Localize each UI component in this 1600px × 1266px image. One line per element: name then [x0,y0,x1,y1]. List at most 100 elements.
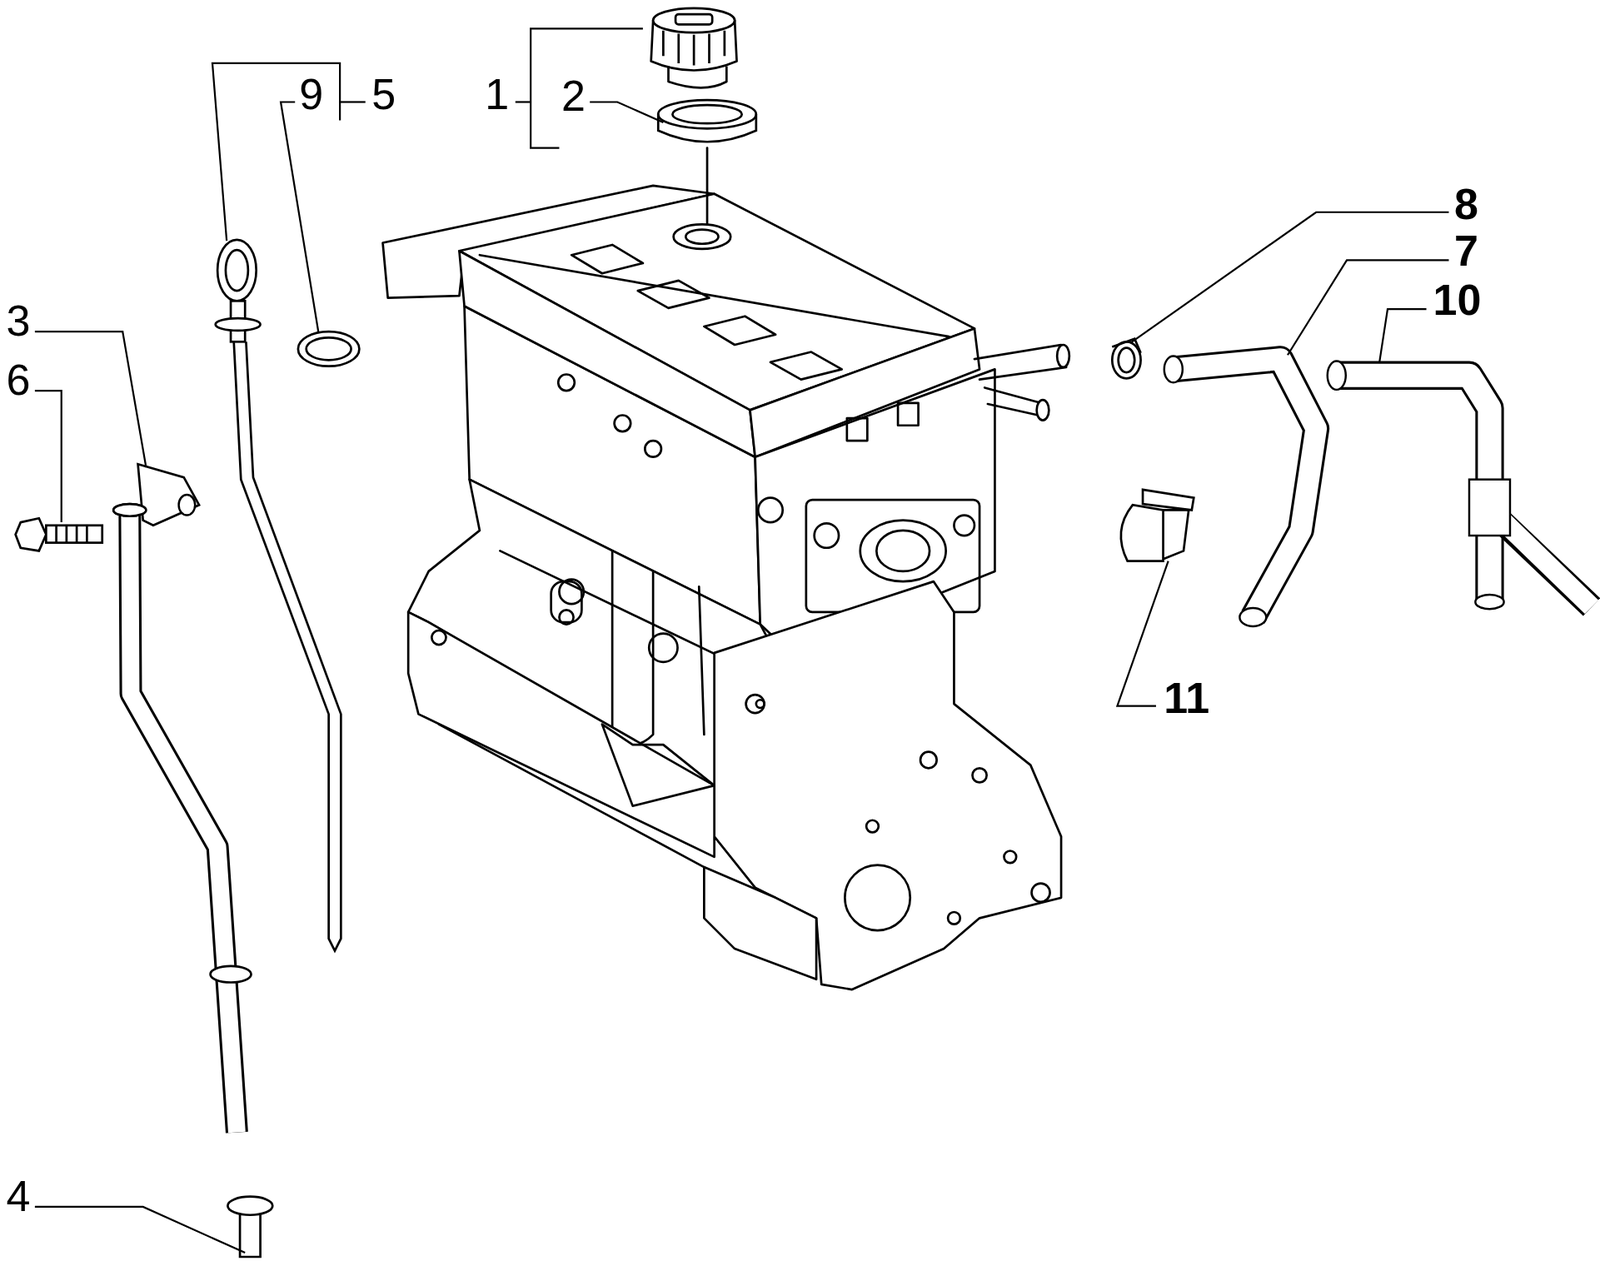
leader-lines [34,331,147,468]
oil-filler-cap [651,8,738,89]
dipstick-tube [113,503,146,517]
engine-block [558,374,575,392]
o-ring [298,331,359,367]
cap-seal [672,104,742,124]
callout-number: 2 [561,74,586,118]
callout-number: 5 [371,72,396,116]
leader-lines [530,28,643,148]
engine-block [1031,883,1051,903]
engine-block [685,229,718,245]
engine-block [431,630,446,645]
engine-block [703,316,776,345]
oil-filler-cap [652,8,735,33]
o-ring [298,331,359,367]
engine-block [757,498,783,523]
callout-number: 9 [299,72,324,116]
engine-block [558,579,584,604]
bolt [15,518,103,551]
engine-block [974,344,1067,380]
engine-block [984,387,1043,416]
dipstick [215,239,342,952]
callout-number: 1 [484,72,509,116]
callout-number: 6 [6,358,31,402]
breather-pipe [1336,375,1491,603]
hose-clamp [1111,338,1141,379]
leader-lines [1130,212,1449,344]
leader-lines [34,390,62,523]
pipe-clip [1142,489,1194,510]
engine-block [756,699,765,708]
engine-block [673,224,732,249]
engine-block [558,609,574,624]
engine-block [897,403,918,426]
engine-block [920,752,938,769]
dipstick-tube [113,503,146,517]
engine-block [706,148,709,225]
dipstick-tube [210,966,252,983]
engine-block [614,415,632,433]
engine-block [458,250,755,457]
callout-number: 3 [6,299,31,343]
bolt [56,525,88,544]
cap-seal [657,99,757,142]
tube-end [239,1214,260,1257]
engine-block [847,418,868,441]
breather-hose [1173,358,1316,618]
cap-seal [657,99,757,129]
hose-clamp [1111,338,1141,354]
breather-pipe [1327,361,1592,610]
breather-hose [1239,608,1267,627]
cap-seal [657,114,757,142]
leader-lines [515,100,531,103]
callout-number: 11 [1163,676,1210,720]
engine-block [844,865,910,931]
engine-block [479,254,949,337]
engine-block [971,767,987,783]
breather-hose [1173,358,1316,618]
oil-filler-cap [675,14,713,25]
dipstick-tube [179,494,196,515]
hose-clamp [1111,341,1141,379]
bolt [45,525,102,544]
dipstick [215,318,261,331]
callout-number: 7 [1454,229,1479,273]
engine-block [383,148,1070,990]
breather-pipe [1475,594,1504,609]
engine-block [1003,850,1017,863]
leader-lines [34,1206,245,1253]
dipstick-tube [138,463,200,525]
engine-block [1036,399,1050,420]
engine-block [612,550,653,745]
dipstick-tube [129,509,238,1132]
breather-pipe [1469,479,1511,536]
dipstick-tube [129,509,238,1132]
leader-lines [212,63,340,241]
breather-hose [1164,355,1183,383]
engine-block [876,530,930,572]
engine-block [408,612,714,858]
pipe-clip [1163,509,1190,559]
dipstick-tube [113,463,251,1132]
tube-end [227,1196,273,1216]
engine-block [571,244,643,274]
engine-block [602,724,715,807]
bolt [15,518,47,551]
engine-block [770,352,843,380]
dipstick [234,341,342,951]
callout-number: 8 [1454,182,1479,226]
leader-lines [1287,259,1450,355]
breather-pipe [1327,361,1346,390]
engine-block [1056,344,1070,368]
oil-filler-cap [662,30,724,66]
leader-lines [339,100,366,103]
pipe-clip [1121,504,1164,561]
leader-lines [1116,561,1168,707]
engine-block [698,586,704,735]
leader-lines [280,101,319,333]
engine-block [814,523,839,548]
callout-number: 10 [1433,278,1482,322]
breather-hose [1164,355,1316,627]
leader-lines [34,28,1450,1253]
